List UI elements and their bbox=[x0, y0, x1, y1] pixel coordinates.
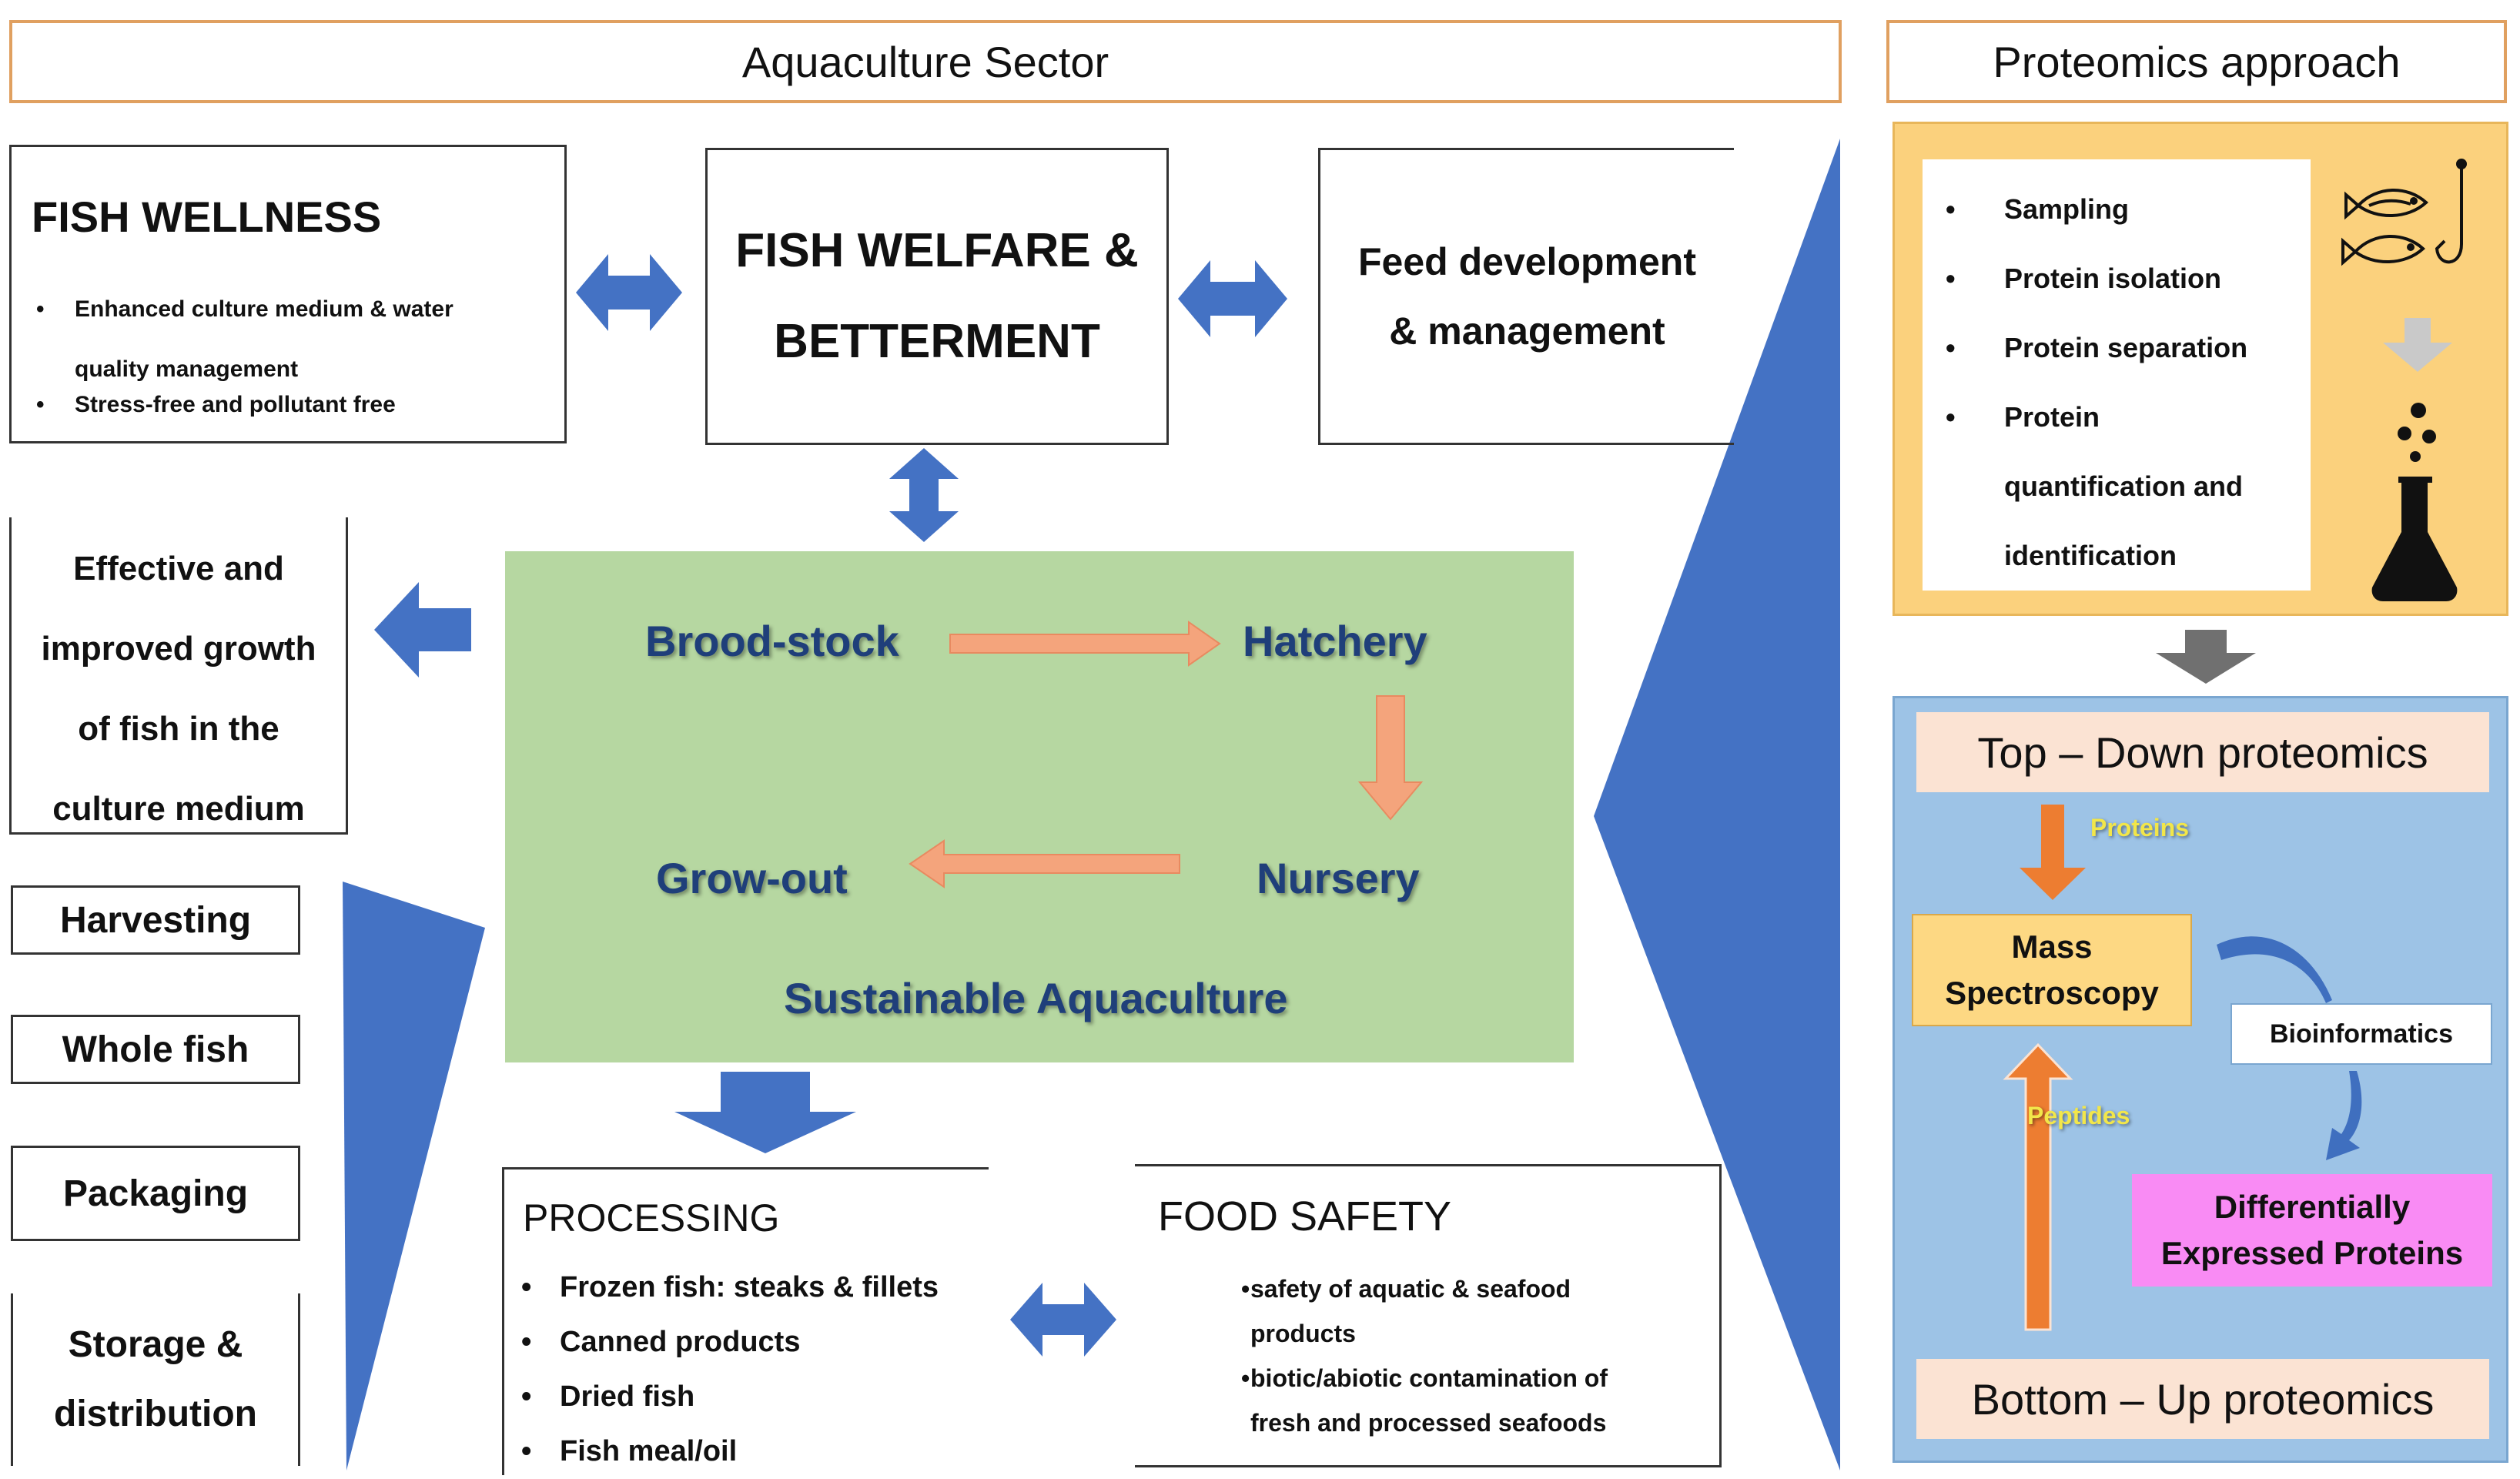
panel-down-arrow bbox=[2156, 630, 2256, 684]
proteomics-workflow-panel: Top – Down proteomics Proteins Mass Spec… bbox=[1893, 696, 2508, 1463]
mass-line1: Mass bbox=[2011, 929, 2093, 965]
step-sampling: Sampling bbox=[2004, 193, 2130, 225]
dep-line2: Expressed Proteins bbox=[2160, 1235, 2464, 1271]
proteomics-header: Proteomics approach bbox=[1886, 20, 2507, 103]
growth-line3: of fish in the bbox=[78, 709, 279, 748]
feed-line1: Feed development bbox=[1358, 240, 1696, 283]
fish-welfare-box: FISH WELFARE & BETTERMENT bbox=[705, 148, 1169, 445]
storage-line1: Storage & bbox=[68, 1324, 243, 1365]
left-funnel-shape bbox=[343, 882, 485, 1471]
harvesting-box: Harvesting bbox=[11, 885, 300, 955]
hatchery-nursery-arrow bbox=[1357, 695, 1424, 821]
growth-line2: improved growth bbox=[41, 629, 316, 668]
packaging-label: Packaging bbox=[62, 1173, 249, 1214]
storage-box: Storage & distribution bbox=[11, 1293, 300, 1466]
proteomics-header-label: Proteomics approach bbox=[1993, 37, 2401, 86]
fish-wellness-title: FISH WELLNESS bbox=[32, 192, 382, 241]
growth-box: Effective and improved growth of fish in… bbox=[9, 517, 348, 835]
sustainable-aquaculture-label: Sustainable Aquaculture bbox=[784, 974, 1288, 1022]
fish-welfare-line2: BETTERMENT bbox=[774, 315, 1100, 368]
aquaculture-header: Aquaculture Sector bbox=[9, 20, 1842, 103]
down-arrow-icon bbox=[2383, 318, 2452, 372]
hatchery-label: Hatchery bbox=[1243, 617, 1427, 665]
fish-wellness-box: FISH WELLNESS • Enhanced culture medium … bbox=[9, 145, 567, 443]
right-funnel-shape bbox=[1594, 139, 1840, 1471]
bioinformatics-curved-arrow-top bbox=[2217, 936, 2332, 1003]
processing-list: •Frozen fish: steaks & fillets •Canned p… bbox=[521, 1271, 939, 1467]
differentially-expressed-box: Differentially Expressed Proteins bbox=[2132, 1174, 2492, 1287]
feed-box: Feed development & management bbox=[1318, 148, 1734, 445]
food-safety-item1-line1: safety of aquatic & seafood bbox=[1250, 1275, 1571, 1303]
food-safety-title: FOOD SAFETY bbox=[1158, 1193, 1452, 1240]
wellness-welfare-double-arrow bbox=[576, 254, 682, 331]
aquaculture-header-label: Aquaculture Sector bbox=[741, 37, 1109, 86]
processing-item-1: Frozen fish: steaks & fillets bbox=[560, 1271, 939, 1303]
proteins-down-arrow bbox=[2020, 805, 2086, 900]
processing-safety-double-arrow bbox=[1010, 1283, 1116, 1357]
step-quant-line3: identification bbox=[2004, 540, 2177, 571]
whole-fish-label: Whole fish bbox=[62, 1029, 249, 1070]
sustainable-aquaculture-panel: Brood-stock Hatchery Grow-out Nursery Su… bbox=[505, 551, 1574, 1062]
welfare-aquaculture-vertical-arrow bbox=[889, 448, 959, 542]
step-isolation: Protein isolation bbox=[2004, 263, 2222, 294]
growth-left-arrow bbox=[374, 582, 471, 678]
growth-line1: Effective and bbox=[73, 549, 284, 587]
harvesting-label: Harvesting bbox=[59, 899, 252, 941]
fish-wellness-item1-line2: quality management bbox=[75, 356, 299, 382]
food-safety-item2-line1: biotic/abiotic contamination of bbox=[1250, 1364, 1608, 1392]
proteins-label: Proteins bbox=[2090, 814, 2190, 842]
fish-wellness-bullet-2: • Stress-free and pollutant free bbox=[28, 392, 560, 418]
processing-item-2: Canned products bbox=[560, 1326, 801, 1358]
topdown-label: Top – Down proteomics bbox=[1977, 728, 2428, 777]
bottomup-label-box: Bottom – Up proteomics bbox=[1916, 1359, 2489, 1439]
feed-line2: & management bbox=[1389, 310, 1665, 353]
food-safety-item2-line2: fresh and processed seafoods bbox=[1250, 1409, 1607, 1437]
processing-box: PROCESSING •Frozen fish: steaks & fillet… bbox=[502, 1167, 989, 1475]
growout-label: Grow-out bbox=[656, 854, 848, 902]
peptides-label: Peptides bbox=[2027, 1102, 2130, 1129]
mass-line2: Spectroscopy bbox=[1945, 975, 2159, 1011]
topdown-label-box: Top – Down proteomics bbox=[1916, 712, 2489, 792]
food-safety-bullet-2: • biotic/abiotic contamination of fresh … bbox=[1241, 1356, 1712, 1445]
nursery-label: Nursery bbox=[1257, 854, 1420, 902]
whole-fish-box: Whole fish bbox=[11, 1015, 300, 1084]
food-safety-box: FOOD SAFETY • safety of aquatic & seafoo… bbox=[1135, 1164, 1722, 1467]
processing-down-arrow bbox=[674, 1072, 856, 1153]
dep-line1: Differentially bbox=[2214, 1189, 2411, 1225]
step-quant-line2: quantification and bbox=[2004, 470, 2243, 502]
bioinformatics-label: Bioinformatics bbox=[2269, 1019, 2454, 1049]
processing-title: PROCESSING bbox=[523, 1196, 780, 1240]
flask-icon bbox=[2371, 403, 2458, 601]
nursery-growout-arrow bbox=[909, 839, 1180, 888]
broodstock-hatchery-arrow bbox=[949, 621, 1221, 667]
fish-wellness-item2: Stress-free and pollutant free bbox=[75, 392, 396, 417]
bioinformatics-curved-arrow-bottom bbox=[2326, 1071, 2362, 1160]
bottomup-label: Bottom – Up proteomics bbox=[1971, 1374, 2435, 1424]
fish-welfare-line1: FISH WELFARE & bbox=[735, 224, 1139, 277]
step-separation: Protein separation bbox=[2004, 332, 2248, 363]
processing-item-3: Dried fish bbox=[560, 1380, 695, 1413]
welfare-feed-double-arrow bbox=[1178, 260, 1287, 337]
bioinformatics-box: Bioinformatics bbox=[2231, 1003, 2492, 1065]
storage-line2: distribution bbox=[54, 1394, 257, 1434]
packaging-box: Packaging bbox=[11, 1146, 300, 1241]
processing-item-4: Fish meal/oil bbox=[560, 1435, 738, 1467]
growth-line4: culture medium bbox=[52, 789, 305, 828]
fish-wellness-item1-line1: Enhanced culture medium & water bbox=[75, 296, 453, 322]
proteomics-steps-list: •Sampling •Protein isolation •Protein se… bbox=[1923, 159, 2311, 591]
proteomics-steps-panel: •Sampling •Protein isolation •Protein se… bbox=[1893, 122, 2508, 616]
food-safety-item1-line2: products bbox=[1250, 1320, 1356, 1347]
peptides-up-arrow bbox=[2003, 1042, 2073, 1331]
broodstock-label: Brood-stock bbox=[645, 617, 899, 665]
food-safety-bullet-1: • safety of aquatic & seafood products bbox=[1241, 1267, 1712, 1356]
fish-hook-icon bbox=[2341, 159, 2467, 266]
step-quant-line1: Protein bbox=[2004, 401, 2100, 433]
mass-spectroscopy-box: Mass Spectroscopy bbox=[1912, 914, 2192, 1026]
fish-wellness-bullet-1: • Enhanced culture medium & water qualit… bbox=[28, 279, 560, 400]
